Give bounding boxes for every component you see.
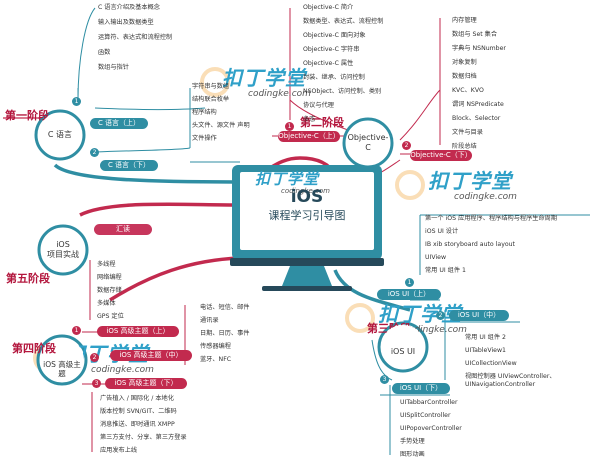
stage-3-group-1-pill[interactable]: iOS UI（上） — [377, 289, 441, 300]
stage-3-item: iOS UI 设计 — [425, 228, 459, 235]
stage-2-node[interactable]: Objective-C — [346, 121, 390, 165]
stage-1-item: 字符串与数组 — [192, 83, 230, 90]
stage-1-label: 第一阶段 — [5, 109, 49, 122]
stage-3-number-3: 3 — [380, 375, 389, 384]
stage-4-item: 多线程 — [97, 261, 116, 268]
stage-2-item: 多态 — [303, 116, 316, 123]
stage-4-item: 数据存储 — [97, 287, 122, 294]
stage-3-item: UIView — [425, 254, 447, 261]
stage-2-item: 文件与目录 — [452, 129, 483, 136]
stage-1-number-1: 1 — [72, 97, 81, 106]
stage-1-item: 文件操作 — [192, 135, 217, 142]
stage-4-number-3: 3 — [92, 379, 101, 388]
stage-1-group-1-pill[interactable]: C 语言（上） — [90, 118, 148, 129]
stage-1-item: 数组与指针 — [98, 64, 129, 71]
stage-4-number-1: 1 — [72, 326, 81, 335]
stage-2-number-2: 2 — [402, 141, 411, 150]
stage-2-item: 数据类型、表达式、流程控制 — [303, 18, 384, 25]
stage-4-item: 蓝牙、NFC — [200, 356, 232, 363]
stage-3-node[interactable]: iOS UI — [381, 325, 425, 369]
stage-2-item: 字典与 NSNumber — [452, 45, 506, 52]
stage-3-item: UITableView1 — [465, 347, 506, 354]
stage-1-item: 头文件、源文件 声明 — [192, 122, 250, 129]
stage-2-item: Objective-C 面向对象 — [303, 32, 366, 39]
stage-1-node[interactable]: C 语言 — [38, 113, 82, 157]
stage-4-group-1-pill[interactable]: iOS 高级主题（上） — [97, 326, 179, 337]
stage-4-item: 应用发布上线 — [100, 447, 138, 454]
stage-1-item: 结构联合枚举 — [192, 96, 230, 103]
stage-3-item: 第一个 iOS 应用程序、程序结构与程序生命周期 — [425, 215, 558, 222]
stage-1-item: 函数 — [98, 49, 111, 56]
stage-4-item: 广告植入 / 国际化 / 本地化 — [100, 395, 174, 402]
stage-2-group-2-pill[interactable]: Objective-C（下） — [410, 150, 472, 161]
center-subtitle: 课程学习引导图 — [268, 209, 346, 222]
stage-1-item: 运算符、表达式和流程控制 — [98, 34, 173, 41]
stage-2-item: 对象复制 — [452, 59, 477, 66]
stage-4-group-2-pill[interactable]: iOS 高级主题（中） — [110, 350, 192, 361]
stage-2-item: Objective-C 简介 — [303, 4, 354, 11]
stage-2-item: Objective-C 字符串 — [303, 46, 360, 53]
stage-5-label: 第五阶段 — [6, 272, 50, 285]
stage-1-item: 程序结构 — [192, 109, 217, 116]
stage-2-item: Objective-C 属性 — [303, 60, 354, 67]
stage-3-item: 手势处理 — [400, 438, 425, 445]
stage-4-group-3-pill[interactable]: iOS 高级主题（下） — [105, 378, 187, 389]
stage-2-label: 第二阶段 — [300, 116, 344, 129]
stage-1-item: 输入输出及数据类型 — [98, 19, 154, 26]
stage-3-item: UISplitController — [400, 412, 451, 419]
stage-1-group-2-pill[interactable]: C 语言（下） — [100, 160, 158, 171]
stage-2-item: 谓词 NSPredicate — [452, 101, 504, 108]
stage-3-item: IB xib storyboard auto layout — [425, 241, 515, 248]
stage-3-group-2-pill[interactable]: iOS UI（中） — [449, 310, 509, 321]
stage-4-item: 通讯录 — [200, 317, 219, 324]
stage-3-item: UINavigationController — [465, 381, 536, 388]
stage-2-group-1-pill[interactable]: Objective-C（上） — [278, 131, 340, 142]
stage-4-number-2: 2 — [90, 353, 99, 362]
stage-5-summary-pill[interactable]: 汇读 — [94, 224, 152, 235]
stage-4-item: 网络编程 — [97, 274, 122, 281]
stage-2-number-1: 1 — [285, 122, 294, 131]
stage-4-item: GPS 定位 — [97, 313, 124, 320]
stage-4-item: 消息推送、即时通讯 XMPP — [100, 421, 175, 428]
stage-3-group-3-pill[interactable]: iOS UI（下） — [392, 383, 450, 394]
stage-1-item: C 语言介绍及基本概念 — [98, 4, 160, 11]
stage-4-item: 第三方支付、分享、第三方登录 — [100, 434, 187, 441]
stage-3-item: UICollectionView — [465, 360, 517, 367]
stage-1-number-2: 2 — [90, 148, 99, 157]
stage-4-item: 电话、短信、邮件 — [200, 304, 250, 311]
stage-4-item: 多媒体 — [97, 300, 116, 307]
monitor-graphic — [230, 165, 384, 291]
stage-2-item: 阶段总结 — [452, 143, 477, 150]
stage-2-item: NSObject、访问控制、类别 — [303, 88, 382, 95]
stage-3-item: UIPopoverController — [400, 425, 462, 432]
stage-3-number-1: 1 — [405, 278, 414, 287]
stage-4-item: 日期、日历、事件 — [200, 330, 250, 337]
stage-3-item: 视图控制器 UIViewController、 — [465, 373, 556, 380]
stage-4-label: 第四阶段 — [12, 342, 56, 355]
stage-2-item: KVC、KVO — [452, 87, 484, 94]
stage-2-item: 数据归档 — [452, 73, 477, 80]
stage-4-item: 传感器编程 — [200, 343, 231, 350]
stage-2-item: 内存管理 — [452, 17, 477, 24]
stage-4-node[interactable]: iOS 高级主题 — [40, 338, 84, 382]
stage-4-item: 版本控制 SVN/GIT、二维码 — [100, 408, 177, 415]
stage-2-item: 协议与代理 — [303, 102, 334, 109]
stage-3-item: 常用 UI 组件 1 — [425, 267, 466, 274]
stage-2-item: 封装、继承、访问控制 — [303, 74, 365, 81]
stage-2-item: Block、Selector — [452, 115, 501, 122]
stage-3-number-2: 2 — [436, 311, 445, 320]
stage-3-item: UITabbarController — [400, 399, 458, 406]
stage-3-item: 常用 UI 组件 2 — [465, 334, 506, 341]
center-title: iOS — [290, 187, 324, 207]
stage-5-node[interactable]: iOS 项目实战 — [41, 228, 85, 272]
stage-2-item: 数组与 Set 集合 — [452, 31, 498, 38]
stage-3-item: 图形动画 — [400, 451, 425, 458]
